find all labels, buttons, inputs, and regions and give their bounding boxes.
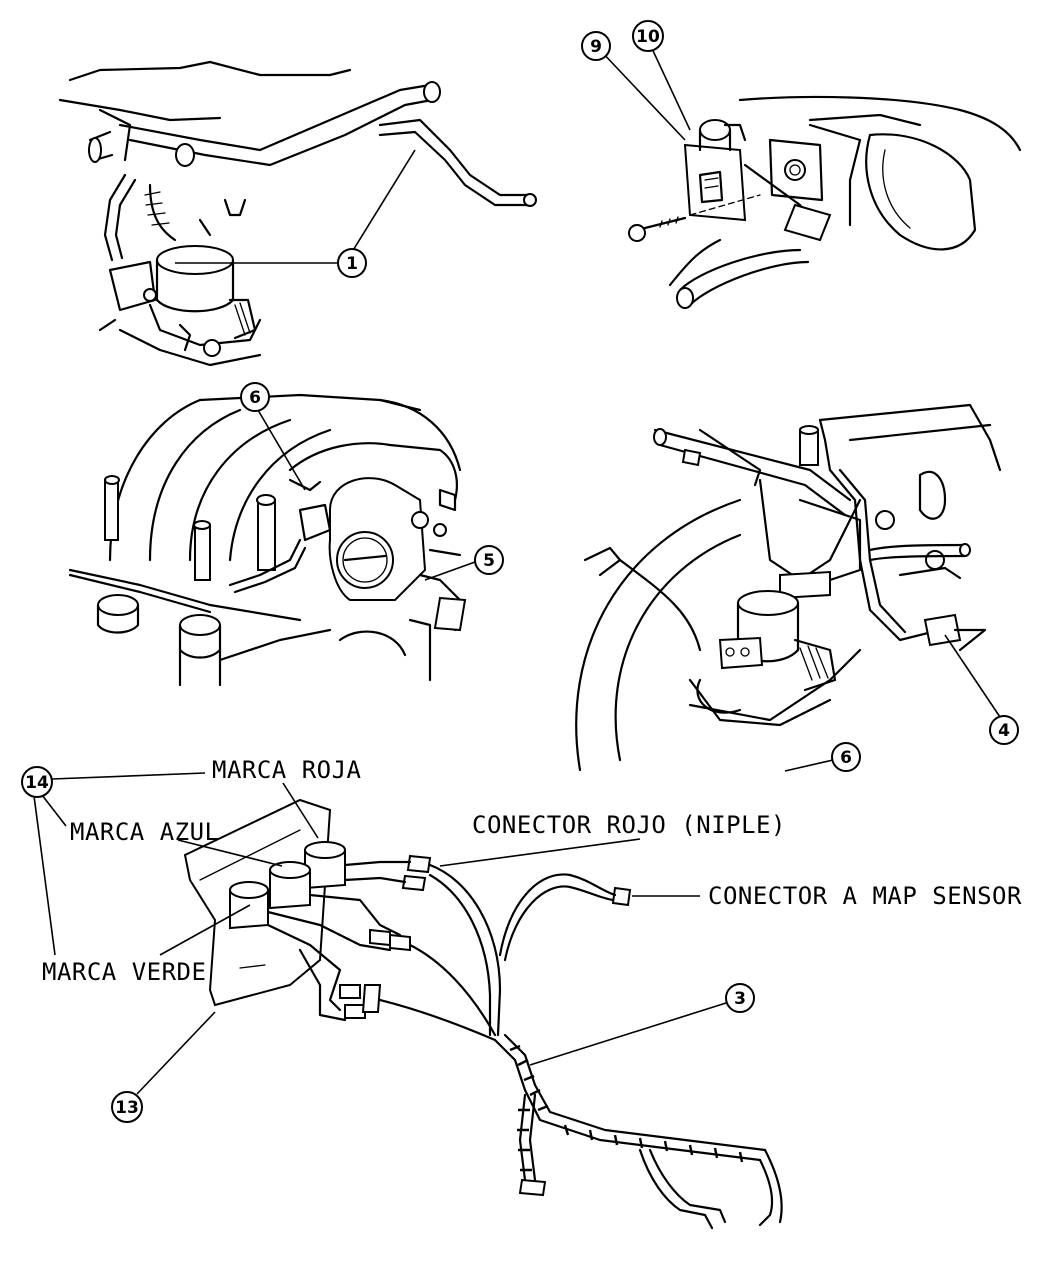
callout-3-13-group: 3 13: [111, 983, 755, 1123]
callout-1-circle: [337, 248, 367, 278]
callout-5-circle: [474, 545, 504, 575]
label-conector-rojo: CONECTOR ROJO (NIPLE): [472, 811, 786, 839]
callout-13-number: 13: [115, 1098, 139, 1118]
callout-4-number: 4: [998, 721, 1010, 741]
callout-1-number: 1: [346, 254, 358, 274]
callout-13-circle: [111, 1091, 143, 1123]
callout-5-number: 5: [483, 551, 495, 571]
label-conector-map-sensor: CONECTOR A MAP SENSOR: [708, 882, 1022, 910]
callout-1-group: 1: [175, 149, 416, 278]
label-leaders: [159, 782, 700, 956]
view-throttle-body-upper-left: [58, 60, 537, 367]
solenoid-red: [304, 841, 346, 890]
callout-6a-circle: [240, 382, 270, 412]
callout-6a-5-group: 6 5: [240, 382, 504, 581]
callout-14-number: 14: [25, 773, 49, 793]
label-marca-azul: MARCA AZUL: [70, 818, 220, 846]
solenoid-blue: [269, 861, 311, 910]
callout-6a-number: 6: [249, 388, 261, 408]
callout-14-circle: [21, 766, 53, 798]
callout-4-circle: [989, 715, 1019, 745]
callout-6b-circle: [831, 742, 861, 772]
callout-4-6b-group: 4 6: [784, 634, 1019, 772]
label-marca-roja: MARCA ROJA: [212, 756, 362, 784]
callout-9-number: 9: [590, 37, 602, 57]
callout-10-circle: [632, 20, 664, 52]
callout-6b-number: 6: [840, 748, 852, 768]
callout-10-number: 10: [636, 27, 660, 47]
callout-9-10-group: 9 10: [581, 20, 691, 141]
label-marca-verde: MARCA VERDE: [42, 958, 206, 986]
view-intake-manifold-middle-left: [68, 393, 467, 687]
callout-9-circle: [581, 31, 611, 61]
callout-3-number: 3: [734, 989, 746, 1009]
solenoid-green: [229, 881, 269, 930]
view-solenoid-upper-right: [628, 95, 1022, 309]
callout-3-circle: [725, 983, 755, 1013]
callout-14-group: 14: [21, 766, 206, 956]
view-engine-fender-middle-right: [575, 403, 1002, 772]
